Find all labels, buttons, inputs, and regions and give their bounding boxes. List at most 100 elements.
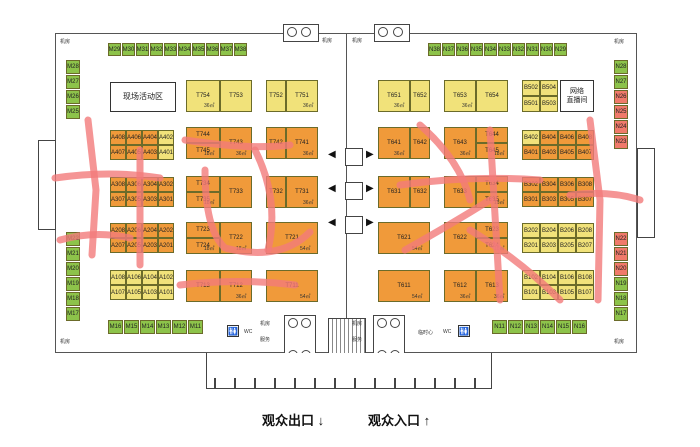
booth-M12: M12 <box>172 320 187 334</box>
booth-N25: N25 <box>614 105 628 119</box>
booth-B203: B203 <box>540 238 558 253</box>
booth-N22: N22 <box>614 232 628 246</box>
center-entrance-2 <box>345 182 363 200</box>
booth-A407: A407 <box>110 145 126 160</box>
booth-B108: B108 <box>576 270 594 285</box>
center-entrance-1 <box>345 148 363 166</box>
center-entrance-3 <box>345 216 363 234</box>
top-machine-label-1: 机房 <box>322 38 333 44</box>
door-circle <box>301 27 311 37</box>
booth-A308: A308 <box>110 177 126 192</box>
booth-A307: A307 <box>110 192 126 207</box>
booth-B302: B302 <box>522 177 540 192</box>
left-wing <box>38 140 56 230</box>
booth-area-label: 36㎡ <box>236 294 247 300</box>
bottom-machine-right: 机房 <box>352 321 363 327</box>
booth-area-label: 36㎡ <box>460 294 471 300</box>
booth-B202: B202 <box>522 223 540 238</box>
booth-B204: B204 <box>540 223 558 238</box>
door-circle <box>390 318 400 328</box>
booth-T753: T753 <box>220 80 252 112</box>
arrow-left-icon: ◀ <box>328 149 336 160</box>
booth-M33: M33 <box>164 43 177 56</box>
booth-B304: B304 <box>540 177 558 192</box>
booth-B104: B104 <box>540 270 558 285</box>
booth-T733: T733 <box>220 176 252 208</box>
booth-N13: N13 <box>524 320 539 334</box>
booth-N18: N18 <box>614 292 628 306</box>
booth-B105: B105 <box>558 285 576 300</box>
booth-B207: B207 <box>576 238 594 253</box>
booth-A207: A207 <box>110 238 126 253</box>
booth-N11: N11 <box>492 320 507 334</box>
booth-T732: T732 <box>266 176 286 208</box>
live-room: 网络直播间 <box>560 80 594 112</box>
booth-area-label: 54㎡ <box>412 294 423 300</box>
booth-area-label: 18㎡ <box>204 246 215 252</box>
booth-M14: M14 <box>140 320 155 334</box>
booth-M36: M36 <box>206 43 219 56</box>
booth-T652: T652 <box>410 80 430 112</box>
booth-N24: N24 <box>614 120 628 134</box>
booth-area-label: 54㎡ <box>412 246 423 252</box>
booth-M13: M13 <box>156 320 171 334</box>
booth-T653: T653 <box>444 80 476 112</box>
booth-A202: A202 <box>158 223 174 238</box>
booth-A306: A306 <box>126 177 142 192</box>
booth-A302: A302 <box>158 177 174 192</box>
booth-N15: N15 <box>556 320 571 334</box>
door-circle <box>287 27 297 37</box>
booth-B502: B502 <box>522 80 540 96</box>
booth-N36: N36 <box>456 43 469 56</box>
booth-A102: A102 <box>158 270 174 285</box>
booth-N33: N33 <box>498 43 511 56</box>
corner-tl: 机房 <box>60 39 71 45</box>
booth-A301: A301 <box>158 192 174 207</box>
booth-T752: T752 <box>266 80 286 112</box>
booth-N26: N26 <box>614 90 628 104</box>
booth-B401: B401 <box>522 145 540 160</box>
booth-M19: M19 <box>66 277 80 291</box>
booth-M30: M30 <box>122 43 135 56</box>
booth-T654: T654 <box>476 80 508 112</box>
booth-B205: B205 <box>558 238 576 253</box>
booth-B402: B402 <box>522 130 540 145</box>
booth-A204: A204 <box>142 223 158 238</box>
booth-B301: B301 <box>522 192 540 207</box>
booth-M21: M21 <box>66 247 80 261</box>
booth-M32: M32 <box>150 43 163 56</box>
booth-B503: B503 <box>540 96 558 112</box>
canopy-posts <box>214 378 484 388</box>
booth-M16: M16 <box>108 320 123 334</box>
booth-A208: A208 <box>110 223 126 238</box>
booth-M35: M35 <box>192 43 205 56</box>
booth-area-label: 36㎡ <box>394 103 405 109</box>
arrow-left-icon: ◀ <box>328 217 336 228</box>
booth-B408: B408 <box>576 130 594 145</box>
booth-A201: A201 <box>158 238 174 253</box>
booth-area-label: 36㎡ <box>303 151 314 157</box>
booth-N16: N16 <box>572 320 587 334</box>
booth-B103: B103 <box>540 285 558 300</box>
booth-N38: N38 <box>428 43 441 56</box>
booth-B305: B305 <box>558 192 576 207</box>
booth-B208: B208 <box>576 223 594 238</box>
booth-T622: T622 <box>444 222 476 254</box>
booth-T751: T751 <box>286 80 318 112</box>
booth-T641: T641 <box>378 127 410 159</box>
booth-B303: B303 <box>540 192 558 207</box>
booth-A106: A106 <box>126 270 142 285</box>
booth-A405: A405 <box>126 145 142 160</box>
booth-T744: T744 <box>186 127 220 143</box>
booth-N35: N35 <box>470 43 483 56</box>
booth-A104: A104 <box>142 270 158 285</box>
booth-M28: M28 <box>66 60 80 74</box>
exit-label: 观众出口 ↓ <box>262 413 325 428</box>
booth-T742: T742 <box>266 127 286 159</box>
booth-area-label: 36㎡ <box>236 151 247 157</box>
booth-T634: T634 <box>476 176 508 192</box>
booth-T611: T611 <box>378 270 430 302</box>
booth-area-label: 18㎡ <box>494 246 505 252</box>
booth-N29: N29 <box>554 43 567 56</box>
booth-A401: A401 <box>158 145 174 160</box>
